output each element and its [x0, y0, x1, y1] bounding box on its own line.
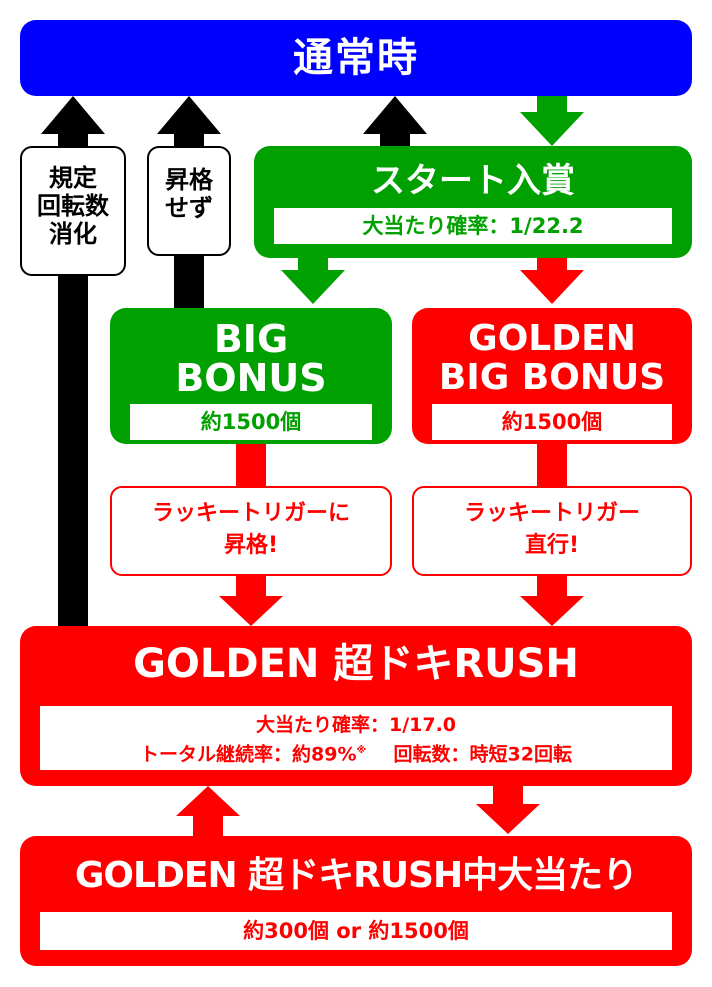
arrow-up-no-upgrade-icon: [157, 96, 221, 134]
arrow-up-return-shaft: [380, 130, 410, 150]
golden-rush-hit-box: GOLDEN 超ドキRUSH中大当たり 約300個 or 約1500個: [20, 836, 692, 966]
golden-big-bonus-title-line1: GOLDEN: [468, 318, 636, 359]
no-upgrade-label: 昇格 せず: [147, 146, 231, 256]
start-win-box: スタート入賞 大当たり確率：1/22.2: [254, 146, 692, 258]
no-upgrade-line2: せず: [165, 194, 213, 222]
arrow-down-golden-icon: [520, 270, 584, 304]
big-bonus-title-line1: BIG: [213, 317, 289, 361]
arrow-golden-to-trigger-shaft: [537, 444, 567, 488]
golden-rush-stats-line: トータル継続率：約89%※ 回転数：時短32回転: [40, 738, 672, 767]
arrow-up-spins-icon: [41, 96, 105, 134]
big-bonus-title-line2: BONUS: [175, 356, 327, 400]
arrow-up-hit-to-rush-shaft: [193, 814, 223, 838]
golden-big-bonus-title-line2: BIG BONUS: [438, 357, 666, 398]
big-bonus-box: BIG BONUS 約1500個: [110, 308, 392, 444]
normal-state-box: 通常時: [20, 20, 692, 96]
arrow-up-hit-to-rush-icon: [176, 786, 240, 816]
start-win-title: スタート入賞: [371, 161, 575, 201]
arrow-down-rush-right-icon: [520, 596, 584, 626]
lucky-trigger-direct-box: ラッキートリガー 直行!: [412, 486, 692, 576]
golden-rush-hit-payout: 約300個 or 約1500個: [40, 912, 672, 950]
lucky-trigger-direct-line1: ラッキートリガー: [463, 501, 640, 526]
arrow-down-rush-to-hit-shaft: [493, 786, 523, 806]
arrow-down-rush-left-shaft: [236, 576, 266, 598]
golden-big-bonus-payout: 約1500個: [432, 404, 672, 440]
arrow-down-big-shaft: [298, 258, 328, 272]
spins-consumed-line3: 消化: [49, 220, 97, 248]
arrow-down-golden-shaft: [537, 258, 567, 272]
lucky-trigger-direct-line2: 直行!: [524, 533, 580, 558]
lucky-trigger-upgrade-line2: 昇格!: [223, 533, 279, 558]
golden-rush-spins: 回転数：時短32回転: [393, 743, 572, 766]
arrow-down-big-icon: [281, 270, 345, 304]
spins-consumed-line2: 回転数: [37, 192, 109, 220]
golden-rush-box: GOLDEN 超ドキRUSH 大当たり確率：1/17.0 トータル継続率：約89…: [20, 626, 692, 786]
arrow-down-rush-right-shaft: [537, 576, 567, 598]
arrow-down-start-icon: [520, 112, 584, 146]
golden-big-bonus-box: GOLDEN BIG BONUS 約1500個: [412, 308, 692, 444]
lucky-trigger-upgrade-line1: ラッキートリガーに: [151, 501, 350, 526]
normal-state-title: 通常時: [293, 35, 419, 81]
golden-rush-continuation: トータル継続率：約89%: [140, 743, 357, 766]
arrow-down-rush-to-hit-icon: [476, 804, 540, 834]
golden-rush-probability: 大当たり確率：1/17.0: [255, 714, 457, 736]
no-upgrade-line1: 昇格: [165, 166, 213, 194]
spins-consumed-line1: 規定: [49, 164, 97, 192]
arrow-down-rush-left-icon: [219, 596, 283, 626]
big-bonus-payout: 約1500個: [130, 404, 372, 440]
golden-rush-title: GOLDEN 超ドキRUSH: [133, 641, 579, 687]
arrow-down-start-shaft: [537, 96, 567, 114]
golden-rush-details: 大当たり確率：1/17.0 トータル継続率：約89%※ 回転数：時短32回転: [40, 706, 672, 770]
arrow-up-return-icon: [363, 96, 427, 134]
golden-rush-hit-title: GOLDEN 超ドキRUSH中大当たり: [74, 855, 638, 896]
lucky-trigger-upgrade-box: ラッキートリガーに 昇格!: [110, 486, 392, 576]
golden-rush-note-mark: ※: [356, 745, 367, 756]
spins-consumed-label: 規定 回転数 消化: [20, 146, 126, 276]
start-win-probability: 大当たり確率：1/22.2: [274, 208, 672, 244]
arrow-big-to-trigger-shaft: [236, 444, 266, 488]
